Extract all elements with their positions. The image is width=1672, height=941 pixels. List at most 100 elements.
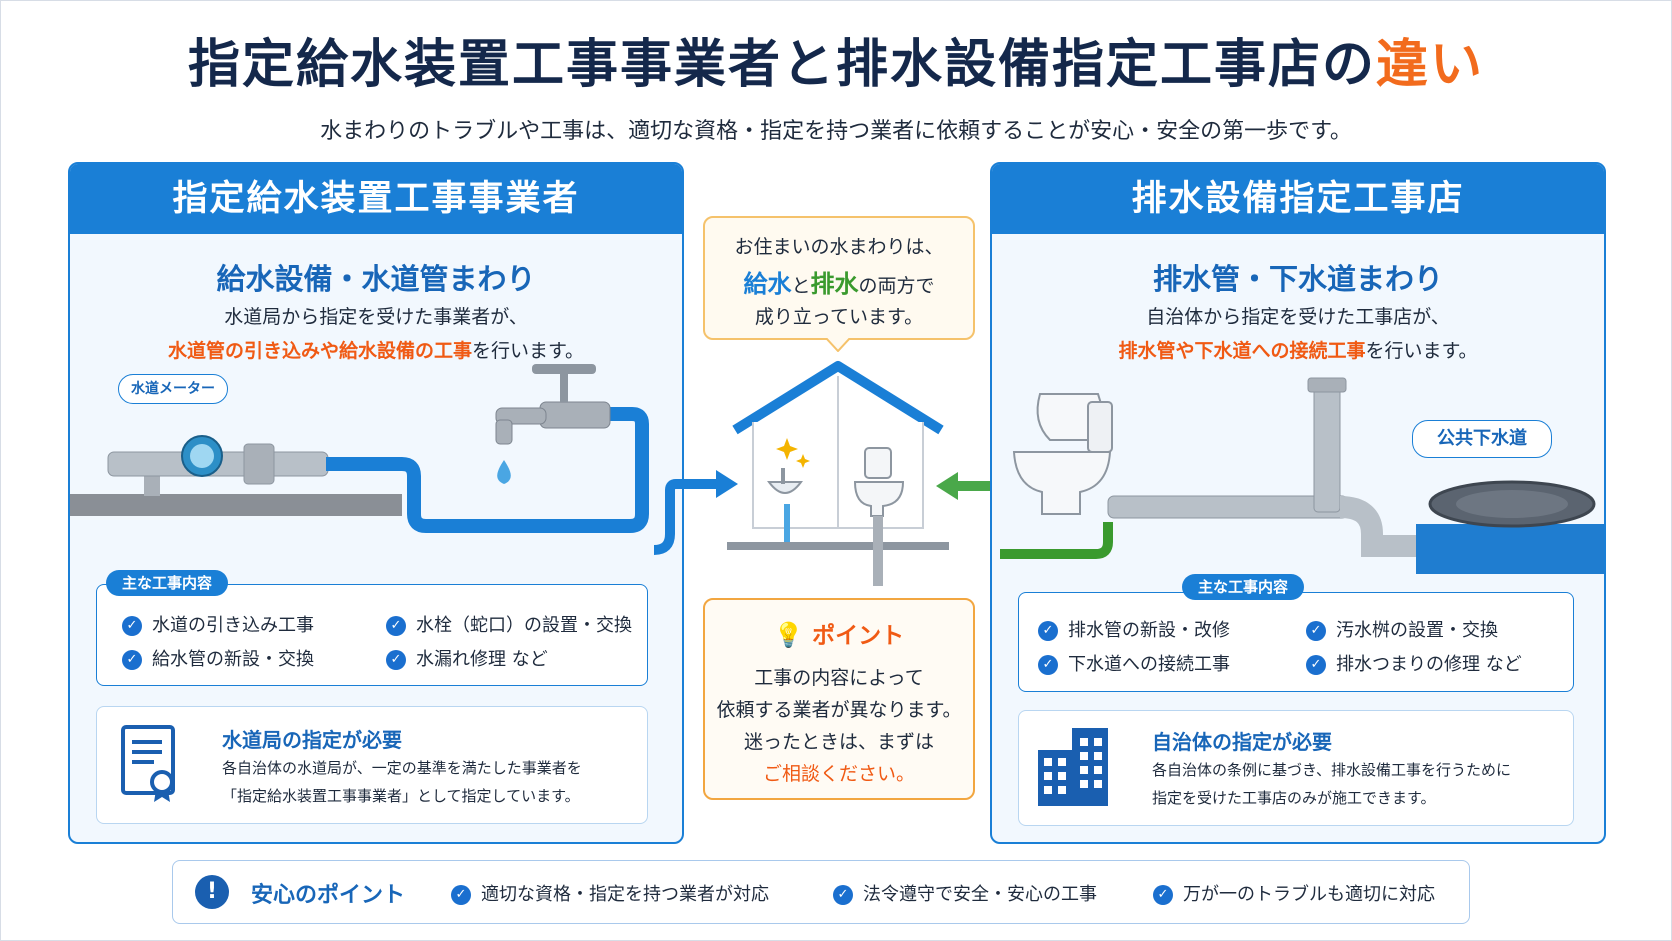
footer-item: ✓万が一のトラブルも適切に対応 [1153,880,1435,906]
faucet-nozzle [495,419,513,445]
point-line3: 迷ったときは、まずは [743,731,934,753]
left-work-item: ✓ 水漏れ修理 など [386,645,548,671]
check-icon: ✓ [1306,621,1326,641]
water-meter-label: 水道メーター [118,374,228,404]
right-work-item: ✓排水管の新設・改修 [1038,616,1230,642]
supply-arrow-icon [653,470,738,555]
right-work-item: ✓ 下水道への接続工事 [1038,650,1230,676]
point-line2: 依頼する業者が異なります。 [716,699,962,721]
right-works-tag: 主な工事内容 [1182,574,1305,600]
bubble-kyusui: 給水 [743,270,792,298]
center-point-box: 💡 ポイント 工事の内容によって 依頼する業者が異なります。 迷ったときは、まず… [703,598,975,800]
house-drain-pipe [873,516,883,586]
right-requirement-box [1018,710,1574,826]
right-desc-line1: 自治体から指定を受けた工事店が、 [1146,306,1450,328]
point-line4: ご相談ください。 [762,763,915,785]
bubble-to: と [791,275,811,297]
left-work-item: ✓ 水栓（蛇口）の設置・交換 [386,611,632,637]
page-title: 指定給水装置工事事業者と排水設備指定工事店の違い [0,22,1672,97]
ground-slab [70,494,402,516]
left-requirement-text: 各自治体の水道局が、一定の基準を満たした事業者を 「指定給水装置工事事業者」とし… [222,754,582,810]
left-requirement-box [96,706,648,824]
faucet-body [539,401,611,429]
vent-pipe [1313,381,1341,513]
pipe-support [144,474,160,496]
valve-icon [243,443,275,485]
faucet-stem [560,368,568,402]
footer-item-text: 万が一のトラブルも適切に対応 [1183,884,1435,905]
manhole-cover [1456,490,1568,518]
sink-icon [767,481,803,494]
green-drain-pipe [1000,522,1113,559]
left-desc-suffix: を行います。 [471,340,585,362]
toilet-drain-icon [1012,451,1112,515]
title-accent: 違い [1376,35,1485,95]
sparkle-icon [796,454,810,468]
bubble-line1: お住まいの水まわりは、 [734,236,944,258]
left-req-line2: 「指定給水装置工事事業者」として指定しています。 [222,787,580,805]
right-description: 自治体から指定を受けた工事店が、 排水管や下水道への接続工事を行います。 [992,300,1604,368]
left-works-box [96,584,648,686]
left-work-text: 水栓（蛇口）の設置・交換 [416,615,632,636]
page-subtitle: 水まわりのトラブルや工事は、適切な資格・指定を持つ業者に依頼することが安心・安全… [320,119,1352,144]
footer-item-text: 法令遵守で安全・安心の工事 [863,884,1097,905]
check-icon: ✓ [1038,655,1058,675]
left-requirement-title: 水道局の指定が必要 [222,728,402,752]
check-icon: ✓ [386,616,406,636]
left-panel: 指定給水装置工事事業者 給水設備・水道管まわり 水道局から指定を受けた事業者が、… [68,162,684,844]
left-work-text: 水漏れ修理 など [416,649,548,670]
left-heading: 給水設備・水道管まわり [216,262,536,296]
drainage-illustration [1000,377,1604,574]
drain-pipe-metal [1107,495,1349,519]
right-requirement-title: 自治体の指定が必要 [1152,730,1332,754]
toilet-icon [864,447,892,479]
right-desc-suffix: を行います。 [1365,340,1478,362]
bubble-line3: 成り立っています。 [754,306,924,328]
water-supply-illustration [70,364,649,533]
title-main: 指定給水装置工事事業者と排水設備指定工事店の [187,35,1376,95]
toilet-tank [1087,401,1113,453]
left-work-text: 給水管の新設・交換 [152,649,314,670]
certificate-icon [121,725,175,802]
left-desc-line1: 水道局から指定を受けた事業者が、 [224,306,528,328]
left-works-tag: 主な工事内容 [106,570,229,596]
sewer-chamber [1416,524,1604,574]
drain-elbow [1339,496,1424,557]
vent-cap [1307,377,1347,393]
footer-item-text: 適切な資格・指定を持つ業者が対応 [481,884,769,905]
footer-item: ✓ 適切な資格・指定を持つ業者が対応 [451,880,769,906]
right-desc-highlight: 排水管や下水道への接続工事 [1118,340,1366,362]
footer-label: 安心のポイント [251,883,406,908]
check-icon: ✓ [386,650,406,670]
left-description: 水道局から指定を受けた事業者が、 水道管の引き込みや給水設備の工事を行います。 [70,300,682,368]
left-panel-header: 指定給水装置工事事業者 [70,164,682,234]
left-work-text: 水道の引き込み工事 [152,615,314,636]
faucet-handle-icon [532,364,596,374]
meter-dial [190,444,214,468]
check-icon: ✓ [122,650,142,670]
point-text: 工事の内容によって 依頼する業者が異なります。 迷ったときは、まずは ご相談くだ… [705,662,973,790]
right-work-text: 汚水桝の設置・交換 [1336,620,1498,641]
bubble-rest: の両方で [858,275,935,297]
check-icon: ✓ [1306,655,1326,675]
right-work-item: ✓ 汚水桝の設置・交換 [1306,616,1498,642]
exclamation-icon: ! [195,875,229,909]
left-req-line1: 各自治体の水道局が、一定の基準を満たした事業者を [222,759,582,777]
check-icon: ✓ [451,885,471,905]
footer-bar: ! 安心のポイント ✓ 適切な資格・指定を持つ業者が対応 ✓法令遵守で安全・安心の… [172,860,1470,924]
right-work-item: ✓ 排水つまりの修理 など [1306,650,1522,676]
right-works-box [1018,592,1574,692]
house-ground [727,542,949,550]
footer-item: ✓法令遵守で安全・安心の工事 [833,880,1097,906]
right-panel-header: 排水設備指定工事店 [992,164,1604,234]
sink-tap [781,468,785,484]
blue-supply-pipe [326,407,649,533]
right-work-text: 下水道への接続工事 [1068,654,1230,675]
right-heading: 排水管・下水道まわり [1152,262,1443,296]
bubble-haisui: 排水 [810,270,859,298]
public-sewer-label: 公共下水道 [1412,420,1552,458]
right-work-text: 排水つまりの修理 など [1336,654,1522,675]
right-panel: 排水設備指定工事店 排水管・下水道まわり 自治体から指定を受けた工事店が、 排水… [990,162,1606,844]
left-work-item: ✓水道の引き込み工事 [122,611,314,637]
house-roof [732,361,944,435]
